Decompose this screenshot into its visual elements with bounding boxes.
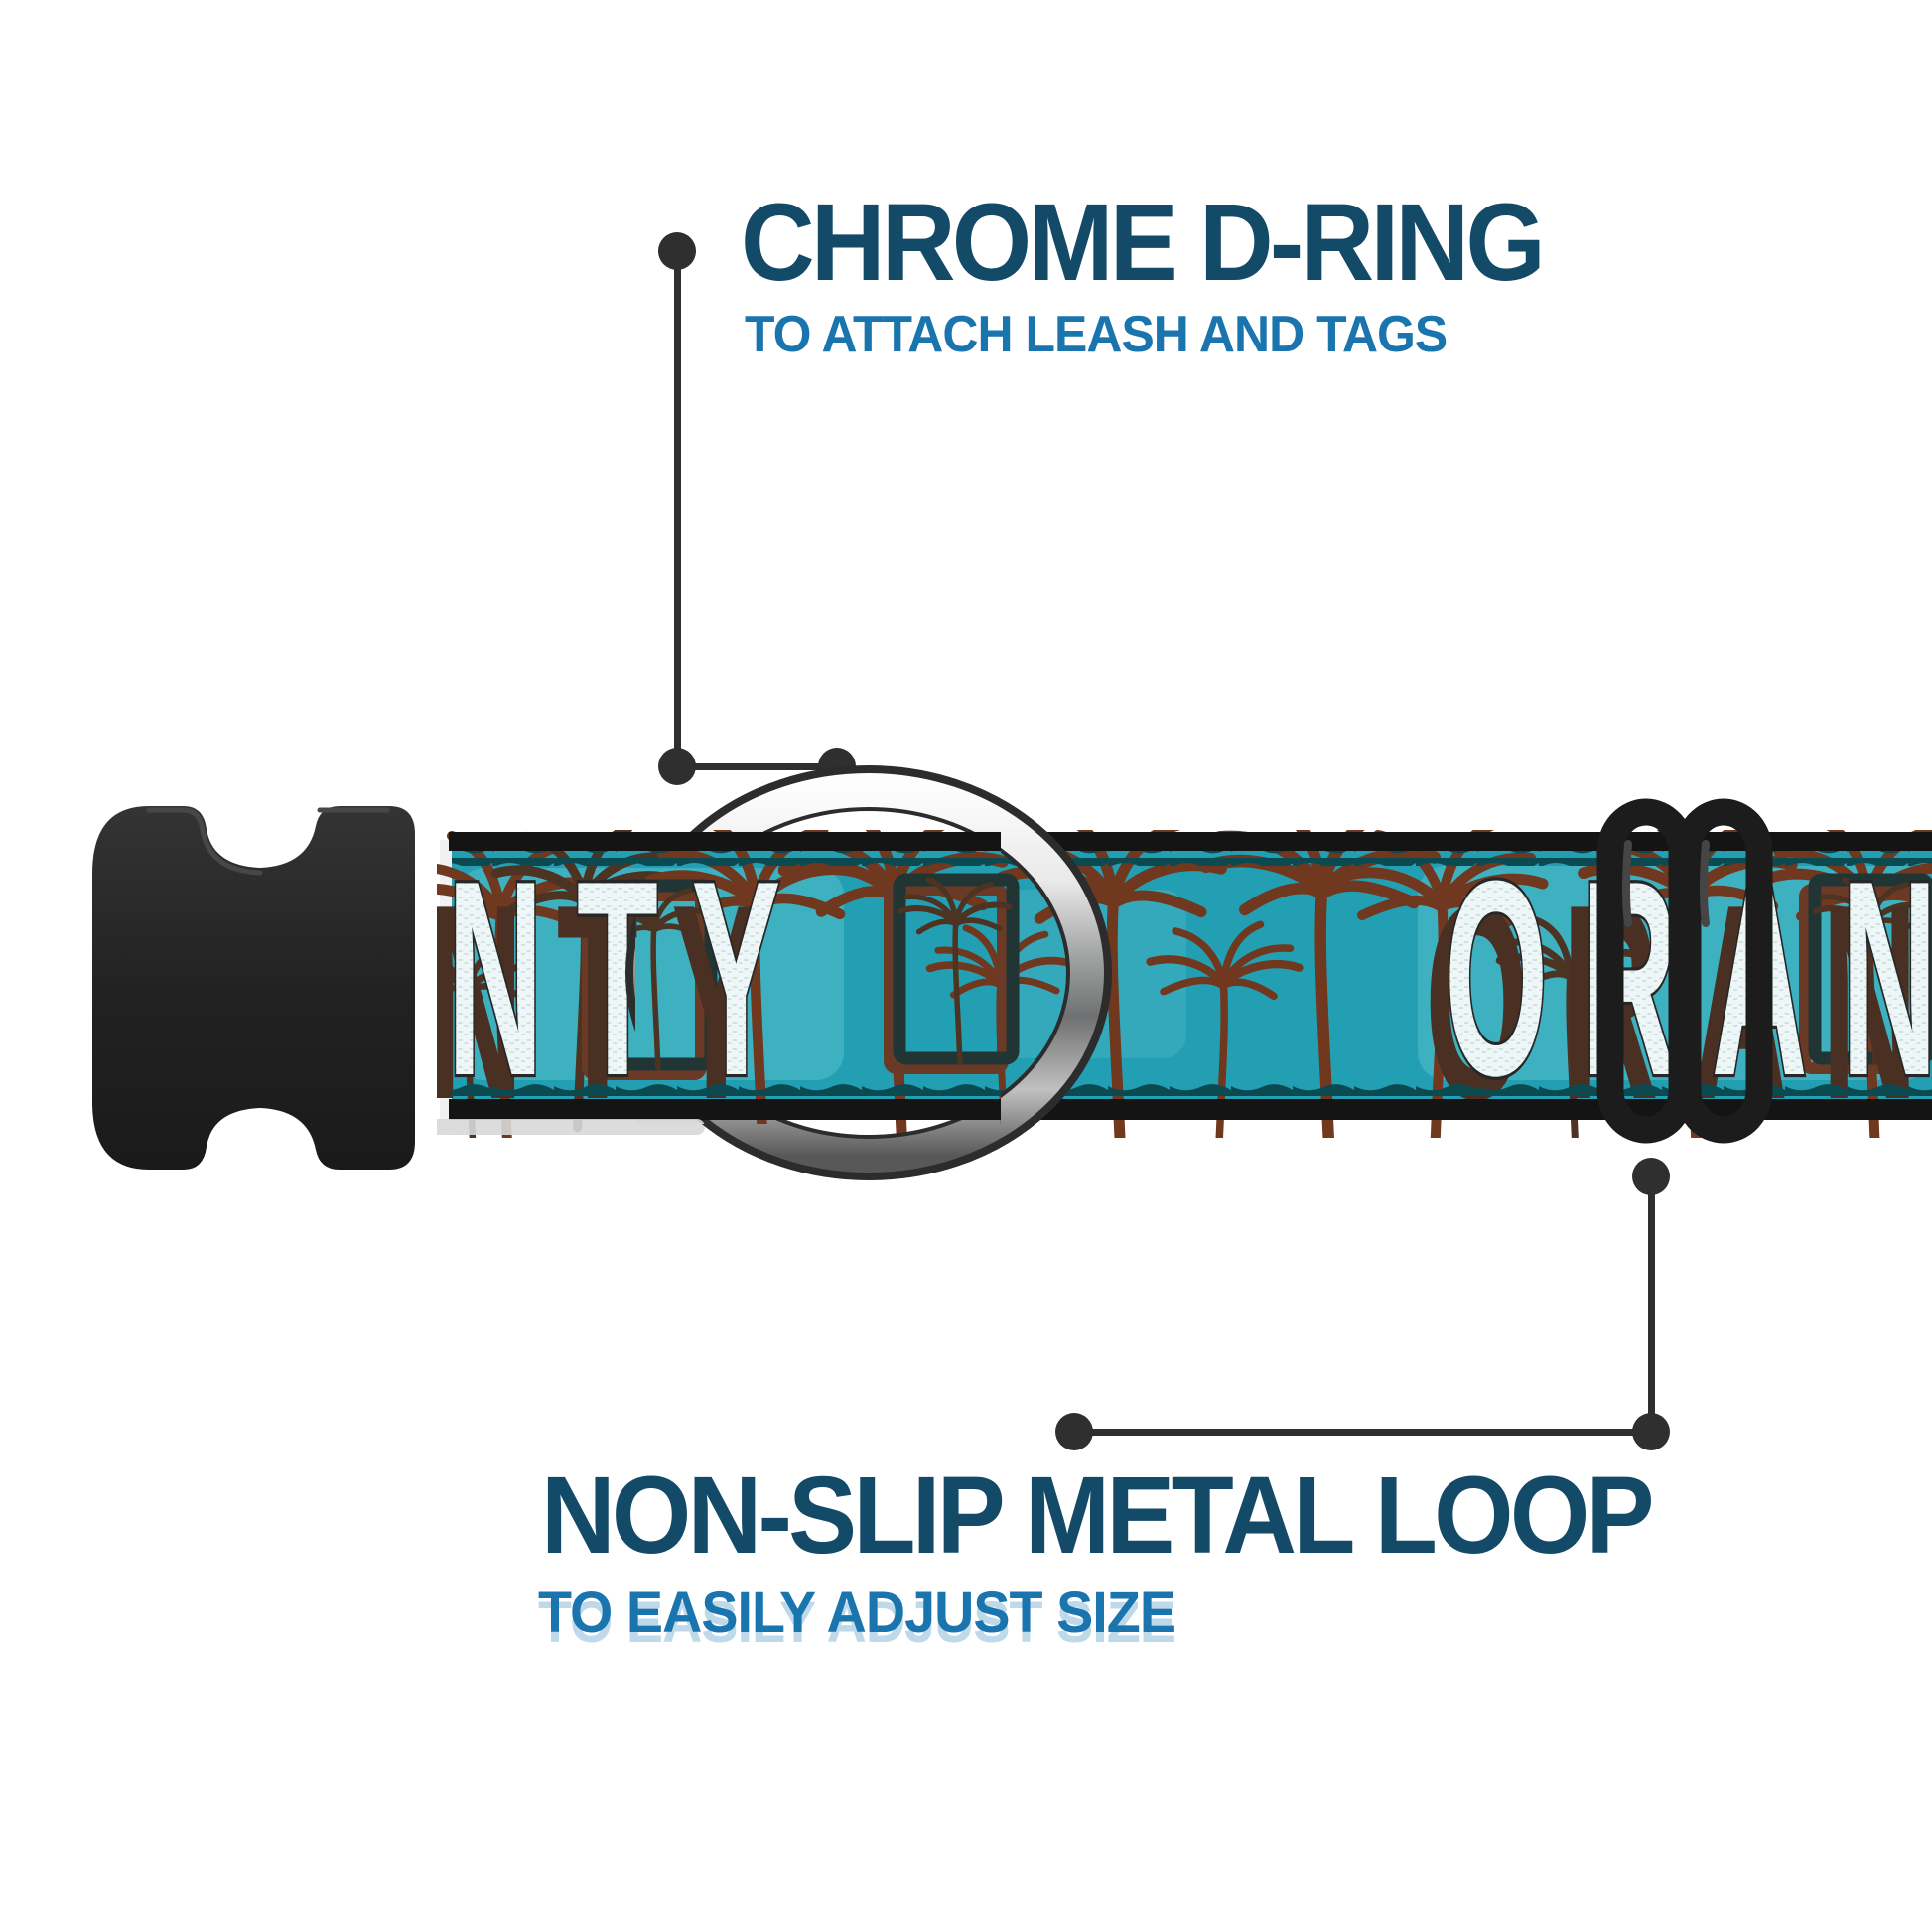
callout-dring-vertical-line [674,251,681,766]
metal-slider-loop [1596,798,1773,1144]
callout-dring-title: CHROME D-RING [741,182,1546,304]
callout-dring-subtitle: TO ATTACH LEASH AND TAGS [745,306,1448,363]
callout-loop-subtitle: TO EASILY ADJUST SIZE [538,1581,1176,1645]
callout-loop-vertical-line [1648,1176,1655,1432]
plastic-buckle [92,806,415,1170]
callout-loop-horizontal-line [1074,1429,1648,1436]
callout-loop-title: NON-SLIP METAL LOOP [541,1454,1654,1577]
callout-dring-horizontal-line [677,763,837,770]
callout-loop-end-dot [1055,1413,1093,1450]
